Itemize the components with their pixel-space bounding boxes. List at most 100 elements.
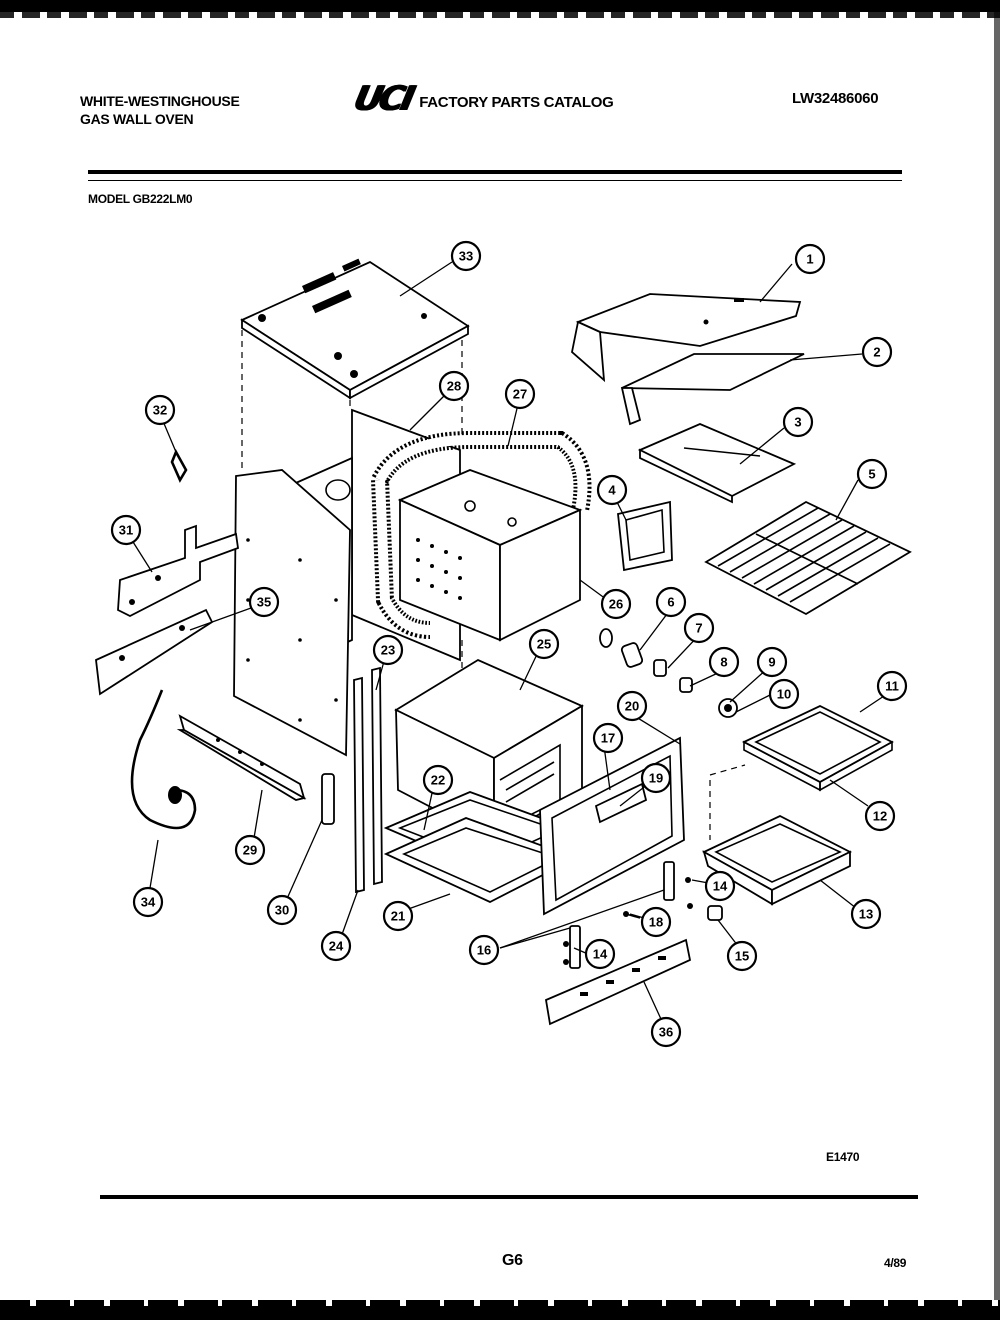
svg-text:13: 13: [859, 907, 873, 922]
scan-border-right: [994, 0, 1000, 1320]
part-door-hinges: [569, 861, 675, 969]
scan-border-top: [0, 0, 1000, 12]
callout-10: 10: [768, 678, 800, 710]
svg-text:27: 27: [513, 387, 527, 402]
scan-border-bottom: [0, 1306, 1000, 1320]
svg-text:18: 18: [649, 915, 663, 930]
catalog-heading: UCI FACTORY PARTS CATALOG: [351, 79, 614, 119]
callout-36: 36: [650, 1016, 682, 1048]
svg-text:29: 29: [243, 843, 257, 858]
brand-name: WHITE-WESTINGHOUSE: [80, 93, 240, 109]
part-hinge: [321, 773, 335, 825]
callout-8: 8: [708, 646, 740, 678]
svg-text:28: 28: [447, 379, 461, 394]
callout-15: 15: [726, 940, 758, 972]
part-clip: [170, 448, 188, 483]
footer-rule: [100, 1195, 918, 1199]
callout-14-right: 14: [704, 870, 736, 902]
svg-text:33: 33: [459, 249, 473, 264]
scan-noise-top: [0, 12, 1000, 18]
part-top-trim: [571, 293, 802, 383]
callout-19: 19: [640, 762, 672, 794]
part-screws: [563, 877, 723, 965]
svg-text:9: 9: [768, 655, 775, 670]
svg-text:4: 4: [608, 483, 616, 498]
callout-32: 32: [144, 394, 176, 426]
callout-12: 12: [864, 800, 896, 832]
callout-23: 23: [372, 634, 404, 666]
part-small-bracket: [617, 500, 673, 572]
model-number: MODEL GB222LM0: [88, 192, 193, 206]
diagram-reference: E1470: [826, 1150, 860, 1164]
svg-text:16: 16: [477, 943, 491, 958]
svg-text:25: 25: [537, 637, 551, 652]
part-bracket: [117, 524, 239, 618]
callout-13: 13: [850, 898, 882, 930]
callout-20: 20: [616, 690, 648, 722]
page-number: G6: [502, 1252, 523, 1269]
svg-text:21: 21: [391, 909, 405, 924]
part-burner-fittings: [599, 628, 738, 718]
svg-text:24: 24: [329, 939, 344, 954]
svg-text:20: 20: [625, 699, 639, 714]
callout-3: 3: [782, 406, 814, 438]
part-heat-shield: [637, 423, 797, 504]
callout-34: 34: [132, 886, 164, 918]
callout-21: 21: [382, 900, 414, 932]
svg-text:11: 11: [885, 679, 899, 694]
svg-text:5: 5: [868, 467, 875, 482]
scan-noise-bottom: [0, 1300, 1000, 1306]
callout-4: 4: [596, 474, 628, 506]
callout-33: 33: [450, 240, 482, 272]
callout-22: 22: [422, 764, 454, 796]
svg-text:6: 6: [667, 595, 674, 610]
part-broiler-grid: [741, 704, 894, 792]
part-door-strip: [353, 666, 383, 894]
catalog-number: LW32486060: [792, 90, 879, 107]
callout-25: 25: [528, 628, 560, 660]
svg-text:34: 34: [141, 895, 156, 910]
svg-text:23: 23: [381, 643, 395, 658]
callout-9: 9: [756, 646, 788, 678]
svg-text:8: 8: [720, 655, 727, 670]
svg-text:19: 19: [649, 771, 663, 786]
callout-16: 16: [468, 934, 500, 966]
header-rule: [88, 170, 902, 174]
svg-text:26: 26: [609, 597, 623, 612]
part-oven-liner: [397, 469, 583, 642]
brand-block: WHITE-WESTINGHOUSE GAS WALL OVEN: [80, 92, 240, 128]
callout-1: 1: [794, 243, 826, 275]
part-bottom-bracket: [176, 714, 307, 801]
callout-29: 29: [234, 834, 266, 866]
callout-35: 35: [248, 586, 280, 618]
callout-28: 28: [438, 370, 470, 402]
svg-text:32: 32: [153, 403, 167, 418]
callout-26: 26: [600, 588, 632, 620]
part-side-panel: [233, 469, 351, 757]
header-rule-thin: [88, 180, 902, 181]
svg-text:14: 14: [713, 879, 728, 894]
svg-text:1: 1: [806, 252, 813, 267]
svg-text:7: 7: [695, 621, 702, 636]
part-broiler-drawer: [702, 814, 853, 906]
catalog-title: FACTORY PARTS CATALOG: [419, 93, 614, 111]
callout-18: 18: [640, 906, 672, 938]
callout-11: 11: [876, 670, 908, 702]
svg-text:22: 22: [431, 773, 445, 788]
svg-text:14: 14: [593, 947, 608, 962]
callout-17: 17: [592, 722, 624, 754]
svg-text:2: 2: [873, 345, 880, 360]
svg-text:15: 15: [735, 949, 749, 964]
svg-text:35: 35: [257, 595, 271, 610]
callout-7: 7: [683, 612, 715, 644]
part-oven-rack: [704, 500, 912, 616]
svg-text:3: 3: [794, 415, 801, 430]
callout-30: 30: [266, 894, 298, 926]
callout-2: 2: [861, 336, 893, 368]
part-top-panel: [240, 258, 470, 400]
callout-31: 31: [110, 514, 142, 546]
callout-14-left: 14: [584, 938, 616, 970]
svg-text:30: 30: [275, 903, 289, 918]
svg-text:17: 17: [601, 731, 615, 746]
